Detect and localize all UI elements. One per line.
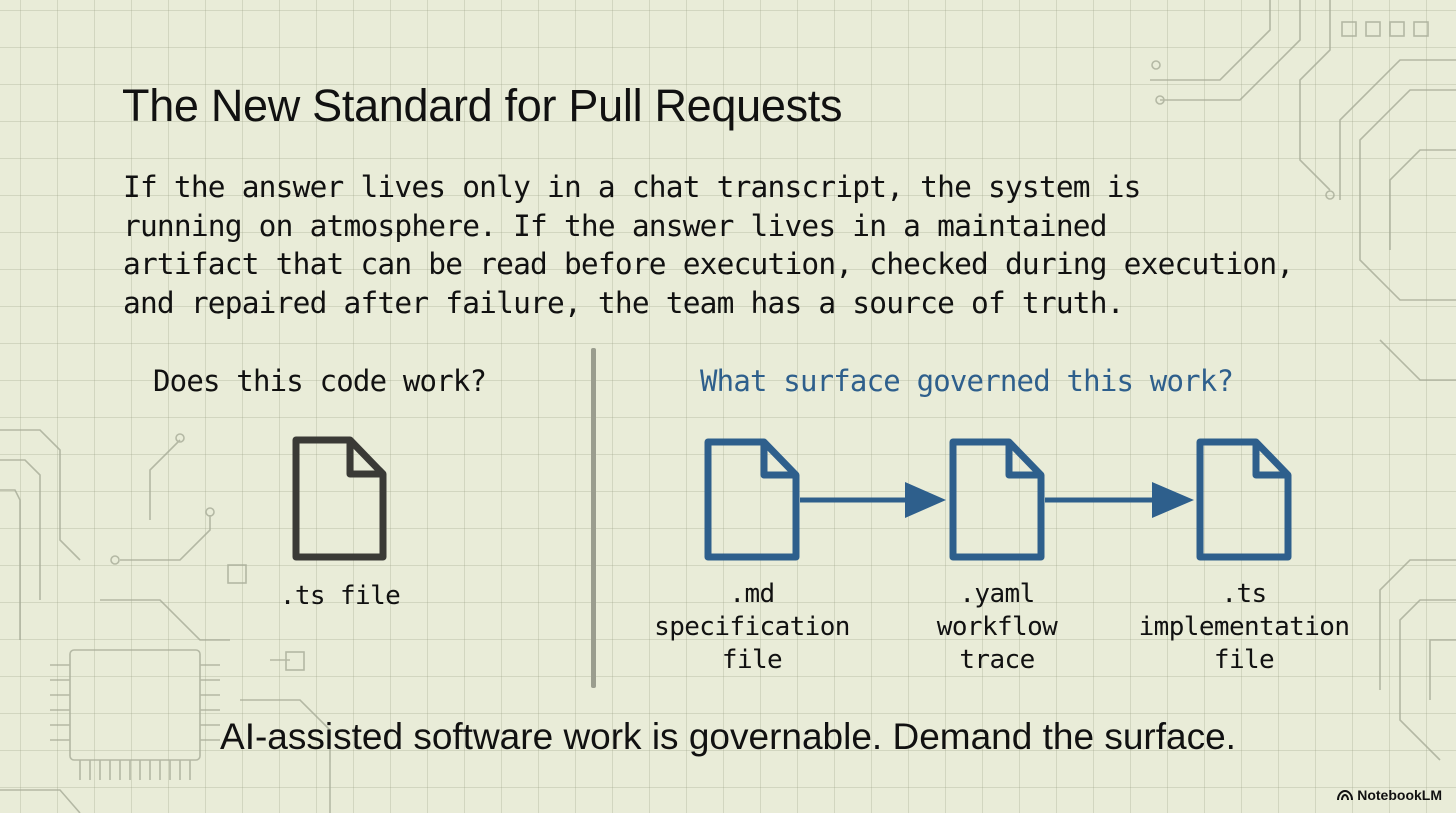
paragraph-line: running on atmosphere. If the answer liv…	[123, 208, 1108, 243]
paragraph-line: artifact that can be read before executi…	[123, 247, 1294, 281]
paragraph-line: If the answer lives only in a chat trans…	[123, 170, 1141, 204]
right-question: What surface governed this work?	[700, 364, 1234, 398]
brand-name: NotebookLM	[1357, 787, 1442, 803]
section-divider	[591, 348, 596, 688]
yaml-file-icon	[949, 438, 1045, 561]
ts-file-icon	[292, 436, 387, 561]
arrow-right-icon	[1045, 482, 1194, 518]
yaml-file-label: .yaml workflow trace	[936, 579, 1058, 675]
md-file-label: .md specification file	[654, 579, 850, 675]
md-file-icon	[704, 438, 800, 561]
notebooklm-brand: NotebookLM	[1337, 787, 1442, 803]
ts-file-label: .ts implementation file	[1138, 579, 1350, 675]
left-file-label: .ts file	[279, 581, 401, 611]
intro-paragraph: If the answer lives only in a chat trans…	[123, 168, 1423, 322]
paragraph-line: and repaired after failure, the team has…	[123, 285, 1124, 320]
left-question: Does this code work?	[153, 364, 487, 398]
ts-implementation-file-icon	[1196, 438, 1292, 561]
footer-statement: AI-assisted software work is governable.…	[220, 716, 1236, 757]
slide-title: The New Standard for Pull Requests	[122, 80, 843, 131]
notebooklm-logo-icon	[1337, 789, 1354, 801]
arrow-right-icon	[800, 482, 946, 518]
